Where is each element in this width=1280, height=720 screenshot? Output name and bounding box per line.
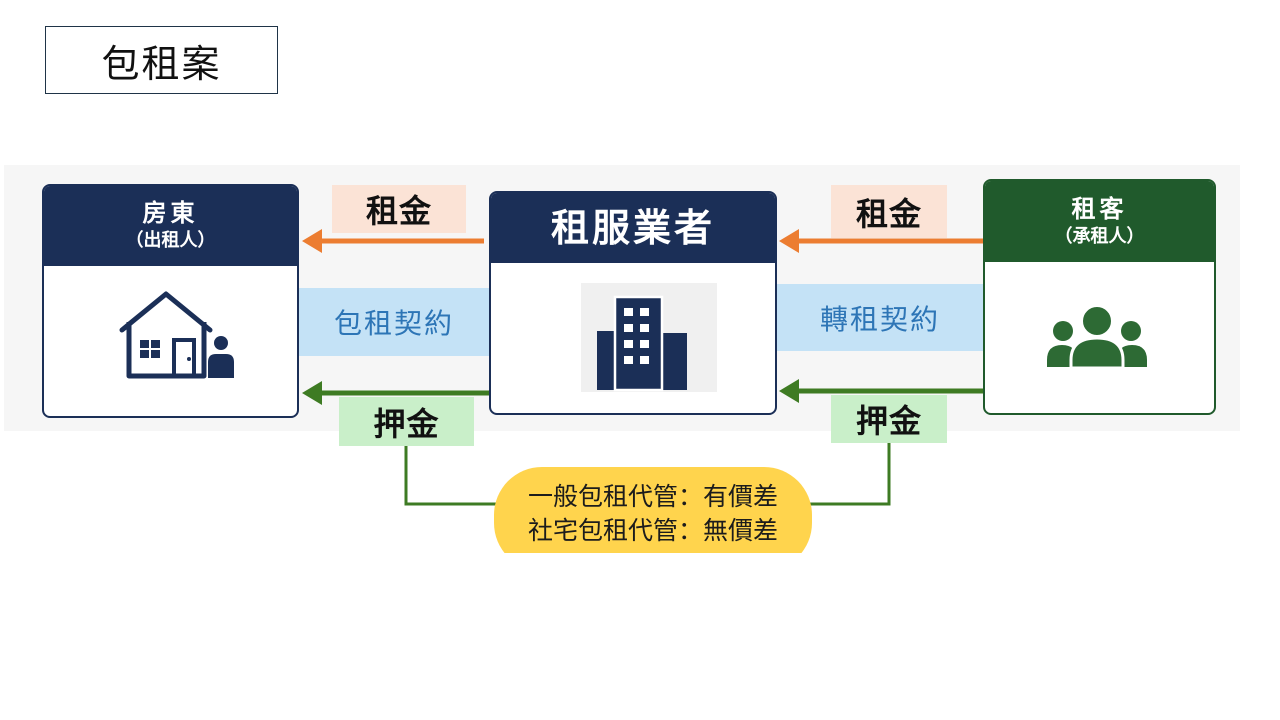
landlord-box: 房東 （出租人） — [42, 184, 299, 418]
deposit-label-right: 押金 — [831, 395, 947, 443]
rent-label-left: 租金 — [332, 185, 466, 233]
note-pill-background — [494, 467, 812, 553]
operator-header: 租服業者 — [491, 193, 775, 263]
master-lease-contract-label: 包租契約 — [299, 288, 489, 356]
tenant-role: （承租人） — [1054, 225, 1145, 247]
operator-box: 租服業者 — [489, 191, 777, 415]
note-text: 一般包租代管：有價差 社宅包租代管：無價差 — [494, 480, 812, 548]
deposit-connector-right — [806, 443, 891, 506]
building-icon — [581, 283, 717, 392]
house-icon — [119, 291, 234, 379]
note-line-social-housing: 社宅包租代管：無價差 — [527, 516, 778, 545]
slide-title: 包租案 — [45, 26, 278, 94]
landlord-role: （出租人） — [125, 230, 216, 251]
tenant-box: 租客 （承租人） — [983, 179, 1216, 415]
price-difference-note: 一般包租代管：有價差 社宅包租代管：無價差 — [494, 467, 812, 553]
sublease-contract-label: 轉租契約 — [777, 284, 983, 351]
deposit-label-left: 押金 — [339, 397, 474, 446]
landlord-header: 房東 （出租人） — [44, 186, 297, 266]
note-line-general: 一般包租代管：有價差 — [527, 482, 778, 511]
tenant-header: 租客 （承租人） — [985, 181, 1214, 262]
deposit-connector-left — [404, 446, 500, 506]
tenant-name: 租客 — [1071, 194, 1128, 223]
people-icon — [1047, 305, 1147, 370]
rent-label-right: 租金 — [831, 185, 947, 238]
operator-name: 租服業者 — [550, 206, 715, 250]
landlord-name: 房東 — [142, 199, 199, 227]
